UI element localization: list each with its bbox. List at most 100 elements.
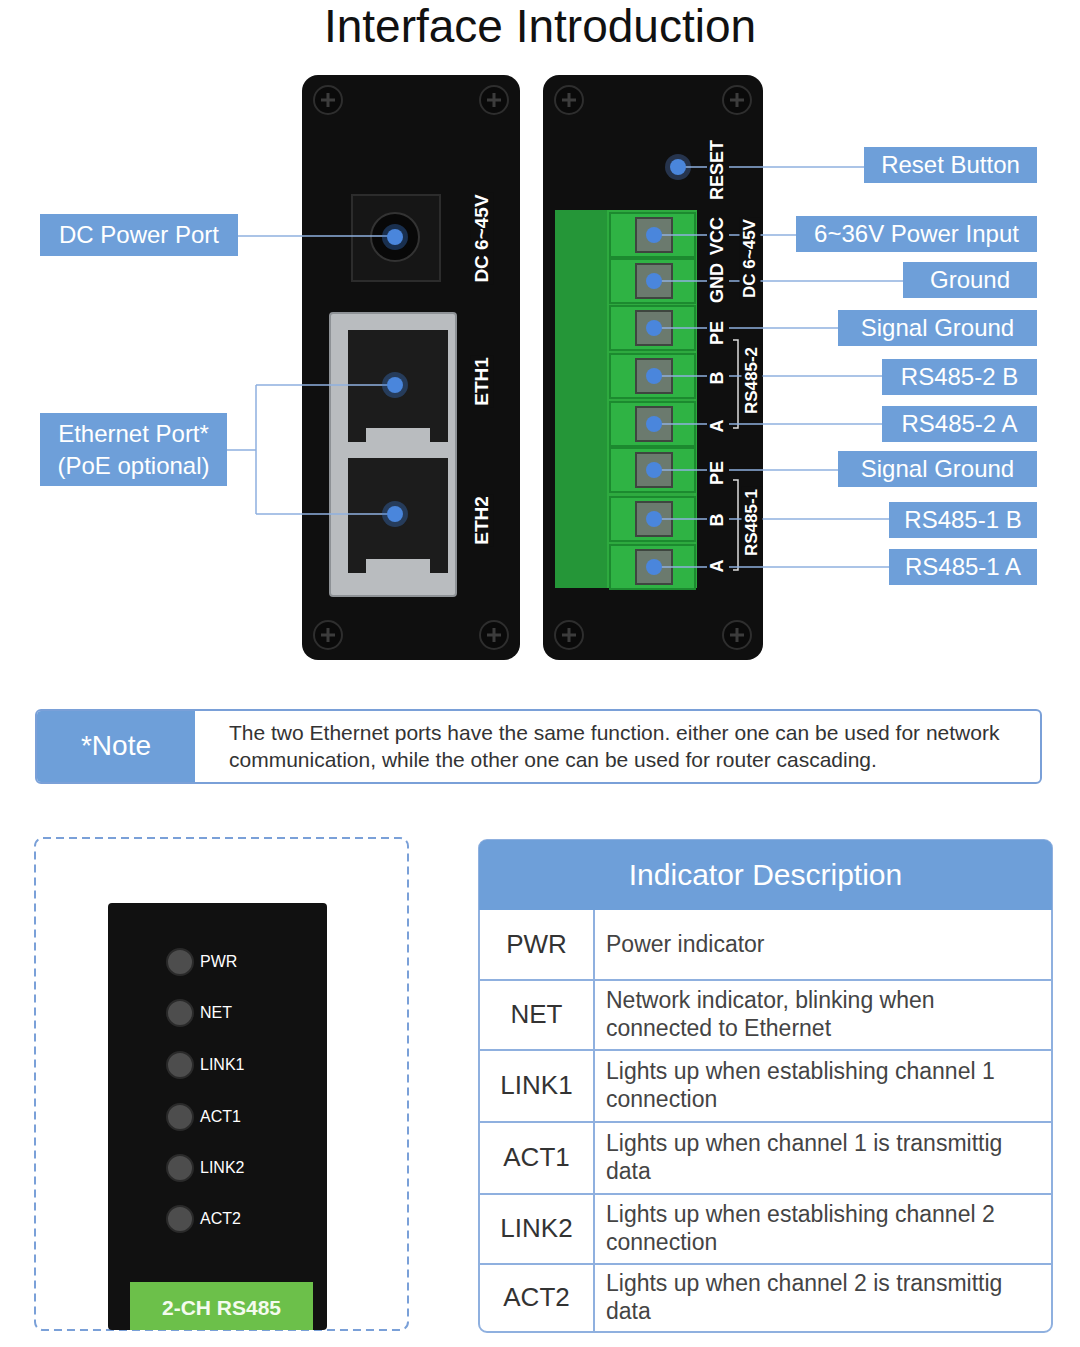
label-box: DC 6~45V	[738, 208, 763, 308]
screw	[723, 86, 751, 114]
led	[167, 949, 193, 975]
callout-box: 6~36V Power Input	[796, 216, 1037, 252]
leader-line	[678, 166, 864, 168]
panel-marking: B	[707, 370, 729, 387]
port-dot	[646, 511, 662, 527]
label-box: RS485-2	[740, 335, 765, 425]
ethernet-housing	[330, 313, 456, 596]
callout-box: RS485-1 B	[889, 502, 1037, 538]
label-box: Indicator Description	[479, 840, 1052, 910]
screw	[314, 621, 342, 649]
callout-text: Signal Ground	[861, 455, 1014, 483]
panel-marking: DC 6~45V	[740, 217, 760, 300]
label-box: ACT2	[481, 1266, 592, 1330]
panel-marking: DC 6~45V	[471, 192, 494, 284]
screw	[480, 86, 508, 114]
label-text: Indicator Description	[629, 857, 902, 893]
device-panel	[302, 75, 520, 660]
screw	[723, 621, 751, 649]
table-frame	[479, 840, 1052, 1332]
label-text: NET	[200, 1003, 232, 1022]
leader-line	[227, 385, 395, 514]
label-text: Lights up when channel 2 is transmittig …	[606, 1270, 1042, 1325]
terminal-block	[555, 210, 697, 588]
port-dot	[646, 320, 662, 336]
title: Interface Introduction	[0, 0, 1080, 54]
led	[167, 1104, 193, 1130]
label-box: RESET	[705, 130, 731, 210]
label-box: ETH2	[469, 485, 496, 555]
screw	[314, 86, 342, 114]
label-box: PE	[705, 313, 731, 353]
port-dot	[670, 159, 686, 175]
label-text: ACT2	[200, 1209, 241, 1228]
port-dot	[387, 506, 403, 522]
leader-line	[654, 375, 882, 377]
port-dots	[382, 159, 686, 575]
dashed-frame	[35, 838, 408, 1330]
callout-box: Ethernet Port* (PoE optional)	[40, 413, 227, 486]
callout-text: RS485-2 B	[901, 363, 1018, 391]
label-box: LINK2	[200, 1156, 310, 1180]
label-box: 2-CH RS485	[130, 1288, 313, 1328]
label-box: PWR	[200, 950, 310, 974]
device-panel	[543, 75, 763, 660]
label-text: ACT2	[503, 1282, 569, 1313]
label-box: ACT1	[200, 1105, 310, 1129]
led	[167, 1000, 193, 1026]
ethernet-port	[348, 458, 448, 573]
screw	[480, 621, 508, 649]
label-text: Power indicator	[606, 931, 765, 959]
dot-glow	[382, 501, 408, 527]
port-dot	[646, 416, 662, 432]
label-box: Network indicator, blinking when connect…	[598, 982, 1050, 1048]
callout-box: Signal Ground	[838, 451, 1037, 487]
leader-line	[654, 518, 889, 520]
screw	[555, 621, 583, 649]
label-box: GND	[705, 258, 731, 308]
dc-jack	[352, 195, 440, 281]
label-box: ACT2	[200, 1207, 310, 1231]
label-box: VCC	[705, 211, 731, 261]
label-text: LINK1	[200, 1055, 244, 1074]
label-box: A	[705, 551, 731, 581]
label-text: ACT1	[200, 1107, 241, 1126]
callout-box: Ground	[903, 262, 1037, 298]
label-text: LINK2	[500, 1213, 572, 1244]
label-text: Network indicator, blinking when connect…	[606, 987, 1042, 1042]
dot-glow	[382, 224, 408, 250]
port-dot	[646, 227, 662, 243]
panel-marking: VCC	[707, 215, 729, 257]
label-box: DC 6~45V	[469, 183, 496, 293]
panel-marking: ETH2	[471, 494, 494, 547]
terminal-block-side	[555, 210, 607, 588]
leds	[167, 949, 193, 1232]
callout-box: RS485-2 B	[882, 359, 1037, 395]
label-text: NET	[511, 999, 563, 1030]
panel-marking: RS485-2	[742, 344, 762, 415]
panel-marking: PE	[707, 459, 729, 487]
ethernet-port	[348, 330, 448, 442]
label-box: LINK1	[200, 1053, 310, 1077]
label-text: Lights up when channel 1 is transmittig …	[606, 1130, 1042, 1185]
callout-box: Signal Ground	[838, 310, 1037, 346]
port-dot	[646, 462, 662, 478]
label-box: Power indicator	[598, 912, 1050, 978]
bracket	[733, 340, 738, 570]
panel-marking: ETH1	[471, 355, 494, 408]
label-box: LINK1	[481, 1052, 592, 1120]
port-dot	[646, 559, 662, 575]
callout-text: RS485-2 A	[901, 410, 1017, 438]
label-box: ACT1	[481, 1124, 592, 1192]
label-box: Lights up when channel 1 is transmittig …	[598, 1124, 1050, 1192]
panel-marking: B	[707, 512, 729, 529]
leader-line	[654, 423, 882, 425]
table-grid	[479, 910, 1052, 1332]
panel-marking: GND	[707, 261, 729, 305]
label-box: Lights up when channel 2 is transmittig …	[598, 1266, 1050, 1330]
panel-marking: PE	[707, 319, 729, 347]
note-box: *NoteThe two Ethernet ports have the sam…	[35, 709, 1042, 784]
callout-text: Signal Ground	[861, 314, 1014, 342]
note-heading: *Note	[37, 711, 195, 782]
